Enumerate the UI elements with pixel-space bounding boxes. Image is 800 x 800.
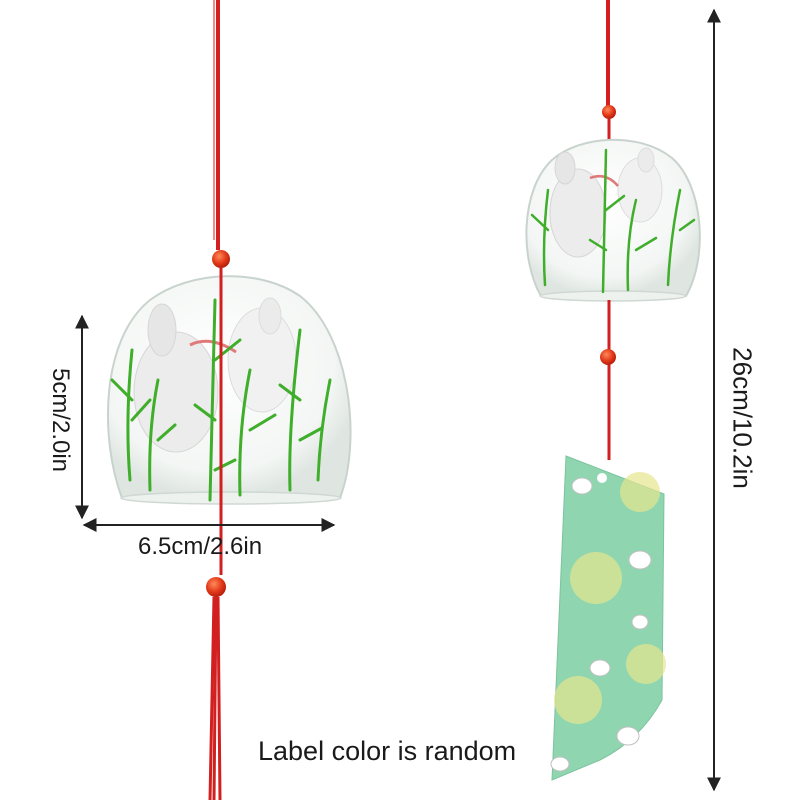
left-tassel [208, 596, 222, 800]
label-color-caption: Label color is random [258, 736, 517, 766]
right-rabbit-illustration [549, 147, 663, 258]
left-wind-chime [107, 0, 352, 800]
tag-bunny-icons [550, 477, 652, 772]
right-wind-chime [525, 0, 701, 781]
left-grass-illustration [110, 298, 332, 502]
total-length-label: 26cm/10.2in [727, 347, 758, 489]
paper-tag [550, 455, 666, 781]
right-top-bead [602, 105, 616, 119]
right-grass-illustration [530, 148, 696, 294]
height-dimension-label: 5cm/2.0in [47, 367, 74, 473]
right-bottom-bead [600, 349, 616, 365]
width-dimension-label: 6.5cm/2.6in [138, 533, 263, 560]
left-top-bead [212, 250, 230, 268]
left-bottom-bead [206, 577, 226, 597]
